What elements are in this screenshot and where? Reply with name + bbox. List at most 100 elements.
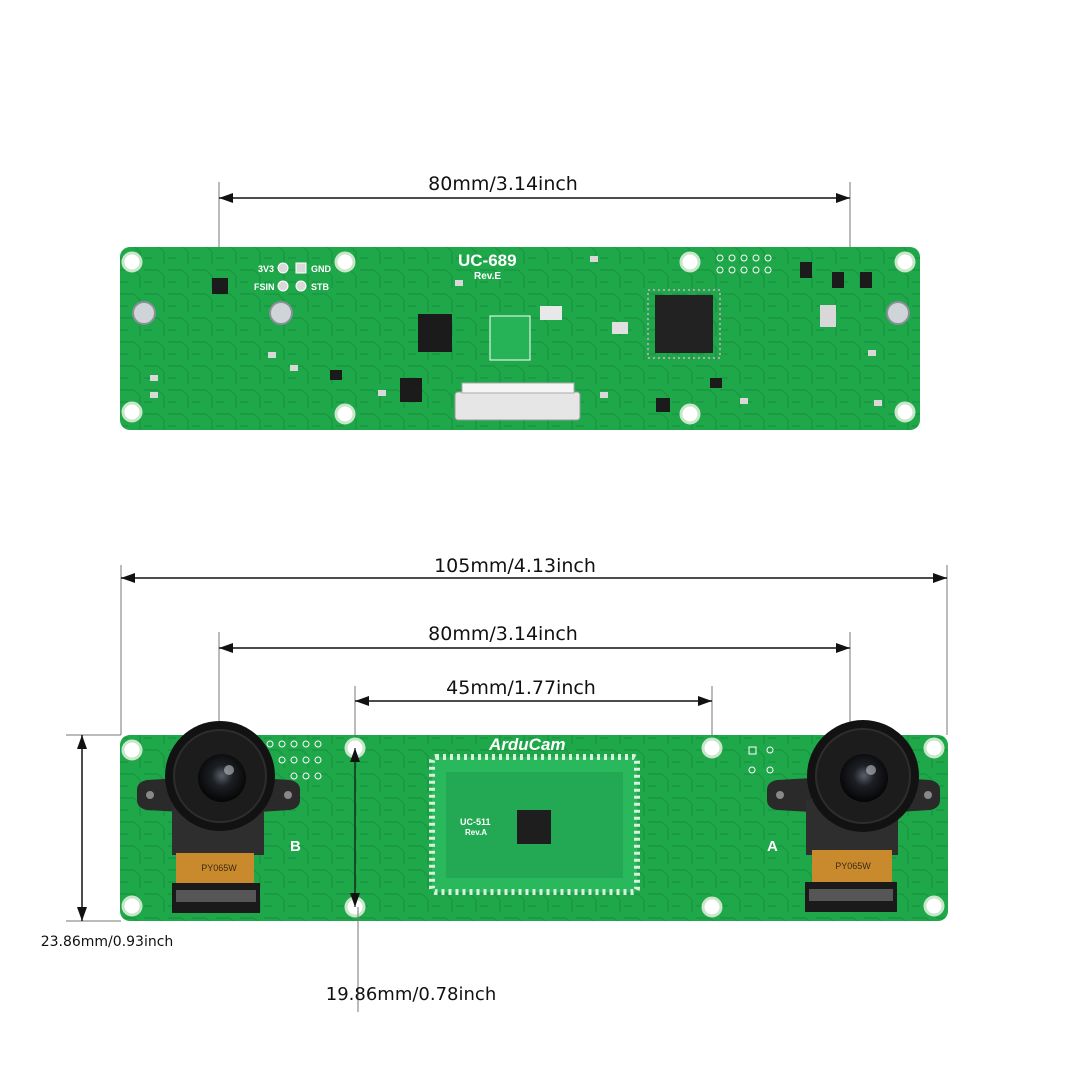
lens-highlight xyxy=(866,765,876,775)
pad xyxy=(716,266,724,274)
pad xyxy=(764,266,772,274)
mount-hole xyxy=(701,896,723,918)
pin-stb-label: STB xyxy=(311,282,330,292)
pad xyxy=(748,746,757,755)
mount-hole xyxy=(121,251,143,273)
pad xyxy=(290,740,298,748)
ic-chip xyxy=(418,314,452,352)
resistor xyxy=(590,256,598,262)
flex-cable xyxy=(812,850,892,882)
pad xyxy=(290,772,298,780)
pad xyxy=(314,756,322,764)
passive-components xyxy=(150,256,882,406)
resistor xyxy=(868,350,876,356)
crystal xyxy=(612,322,628,334)
smd-chip xyxy=(710,378,722,388)
pin-pad-icon xyxy=(295,280,307,292)
board-height-label: 23.86mm/0.93inch xyxy=(41,934,174,950)
pad xyxy=(314,740,322,748)
pad xyxy=(764,254,772,262)
resistor xyxy=(740,398,748,404)
pad xyxy=(278,756,286,764)
module-revision-label: Rev.A xyxy=(465,828,487,837)
pad xyxy=(314,772,322,780)
mount-hole xyxy=(334,403,356,425)
ic-footprint xyxy=(489,315,531,361)
screw-icon xyxy=(924,791,932,799)
pad xyxy=(740,266,748,274)
camera-lens-icon xyxy=(840,754,888,802)
pad xyxy=(766,766,774,774)
connector-pins xyxy=(176,890,256,902)
camera-spacing-label: 80mm/3.14inch xyxy=(428,623,578,645)
flex-right-label: PY065W xyxy=(835,861,871,871)
hole-height-label: 19.86mm/0.78inch xyxy=(326,984,496,1005)
camera-a-label: A xyxy=(767,838,778,855)
resistor xyxy=(150,375,158,381)
mount-hole xyxy=(894,251,916,273)
smd-chip xyxy=(400,378,422,402)
smd-chip xyxy=(860,272,872,288)
pad xyxy=(266,740,274,748)
brand-logo-label: ArduCam xyxy=(488,735,566,754)
screw-icon xyxy=(886,301,910,325)
smd-components xyxy=(212,262,872,412)
mount-hole xyxy=(701,737,723,759)
pad xyxy=(290,756,298,764)
mount-hole xyxy=(121,401,143,423)
inductor xyxy=(820,305,836,327)
camera-lens-icon xyxy=(198,754,246,802)
crystal xyxy=(540,306,562,320)
mount-hole xyxy=(923,895,945,917)
pad xyxy=(740,254,748,262)
mount-hole xyxy=(334,251,356,273)
mount-hole xyxy=(121,895,143,917)
resistor xyxy=(455,280,463,286)
right-pad-array xyxy=(748,746,774,774)
module-chip xyxy=(517,810,551,844)
pin-pad-icon xyxy=(277,280,289,292)
mount-hole xyxy=(679,403,701,425)
board-model-label: UC-689 xyxy=(458,251,517,270)
lens-highlight xyxy=(224,765,234,775)
screw-icon xyxy=(284,791,292,799)
camera-b-label: B xyxy=(290,838,301,855)
pad xyxy=(752,266,760,274)
mount-hole xyxy=(894,401,916,423)
camera-a: PY065W xyxy=(767,720,940,912)
screw-icon xyxy=(776,791,784,799)
resistor xyxy=(600,392,608,398)
resistor xyxy=(290,365,298,371)
top-board: 80mm/3.14inch 3V3 GND FSIN STB UC-689 xyxy=(120,173,920,430)
pin-pad-icon xyxy=(295,262,307,274)
camera-b: PY065W xyxy=(137,721,300,913)
mount-hole xyxy=(923,737,945,759)
mount-hole xyxy=(121,739,143,761)
connector-pins xyxy=(809,889,893,901)
resistor xyxy=(150,392,158,398)
screw-icon xyxy=(269,301,293,325)
pad xyxy=(766,746,774,754)
overall-length-label: 105mm/4.13inch xyxy=(434,555,596,577)
header-pads xyxy=(716,254,772,274)
smd-chip xyxy=(832,272,844,288)
pin-gnd-label: GND xyxy=(311,264,332,274)
module-model-label: UC-511 xyxy=(460,817,491,827)
pin-pad-icon xyxy=(277,262,289,274)
pad xyxy=(728,266,736,274)
smd-chip xyxy=(330,370,342,380)
smd-chip xyxy=(656,398,670,412)
fpc-connector xyxy=(454,391,581,421)
bottom-board: 105mm/4.13inch 80mm/3.14inch 45mm/1.77in… xyxy=(41,555,948,1012)
pad xyxy=(728,254,736,262)
screw-icon xyxy=(132,301,156,325)
pin-fsin-label: FSIN xyxy=(254,282,275,292)
microcontroller-chip xyxy=(655,295,713,353)
top-hole-spacing-label: 80mm/3.14inch xyxy=(428,173,578,195)
chip-pins xyxy=(647,289,721,359)
smd-chip xyxy=(800,262,812,278)
flex-left-label: PY065W xyxy=(201,863,237,873)
pad xyxy=(752,254,760,262)
mount-hole xyxy=(679,251,701,273)
